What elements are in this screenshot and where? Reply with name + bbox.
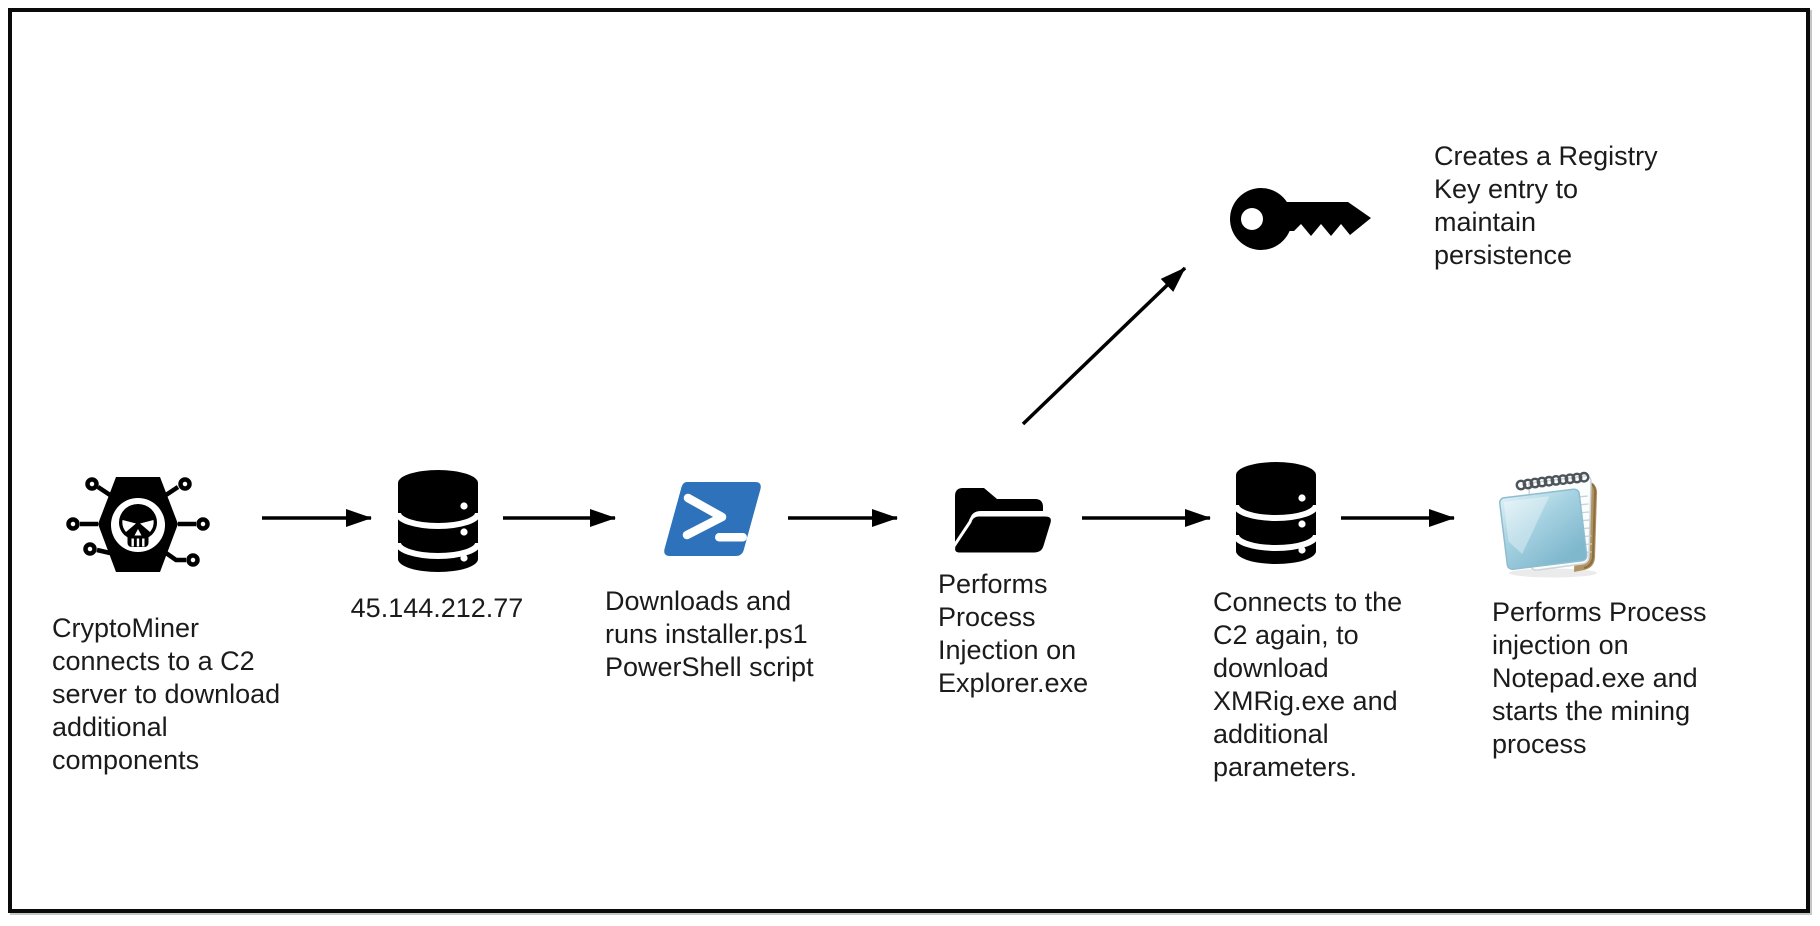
node-explorer-injection-label: Performs Process Injection on Explorer.e… xyxy=(938,569,1089,698)
notepad-icon xyxy=(1498,471,1598,578)
node-registry-key-label: Creates a Registry Key entry to maintain… xyxy=(1434,141,1658,270)
node-c2-server xyxy=(395,468,481,579)
database-icon xyxy=(1233,462,1319,564)
node-notepad-injection-label: Performs Process injection on Notepad.ex… xyxy=(1492,597,1707,759)
node-registry-key xyxy=(1228,172,1388,269)
open-folder-icon xyxy=(952,488,1054,556)
node-c2-again xyxy=(1233,460,1319,571)
node-powershell xyxy=(660,480,765,563)
malware-hexagon-skull-icon xyxy=(66,477,210,572)
key-icon xyxy=(1230,188,1371,250)
powershell-icon xyxy=(664,482,761,556)
diagram-border xyxy=(8,8,1810,913)
node-c2-again-label: Connects to the C2 again, to download XM… xyxy=(1213,587,1403,782)
node-c2-server-label: 45.144.212.77 xyxy=(350,593,524,623)
node-explorer-injection xyxy=(948,480,1058,567)
node-powershell-label: Downloads and runs installer.ps1 PowerSh… xyxy=(605,586,814,682)
node-notepad-injection xyxy=(1495,463,1617,585)
node-cryptominer-label: CryptoMiner connects to a C2 server to d… xyxy=(52,613,281,775)
node-cryptominer xyxy=(58,465,218,582)
database-icon xyxy=(395,470,481,572)
